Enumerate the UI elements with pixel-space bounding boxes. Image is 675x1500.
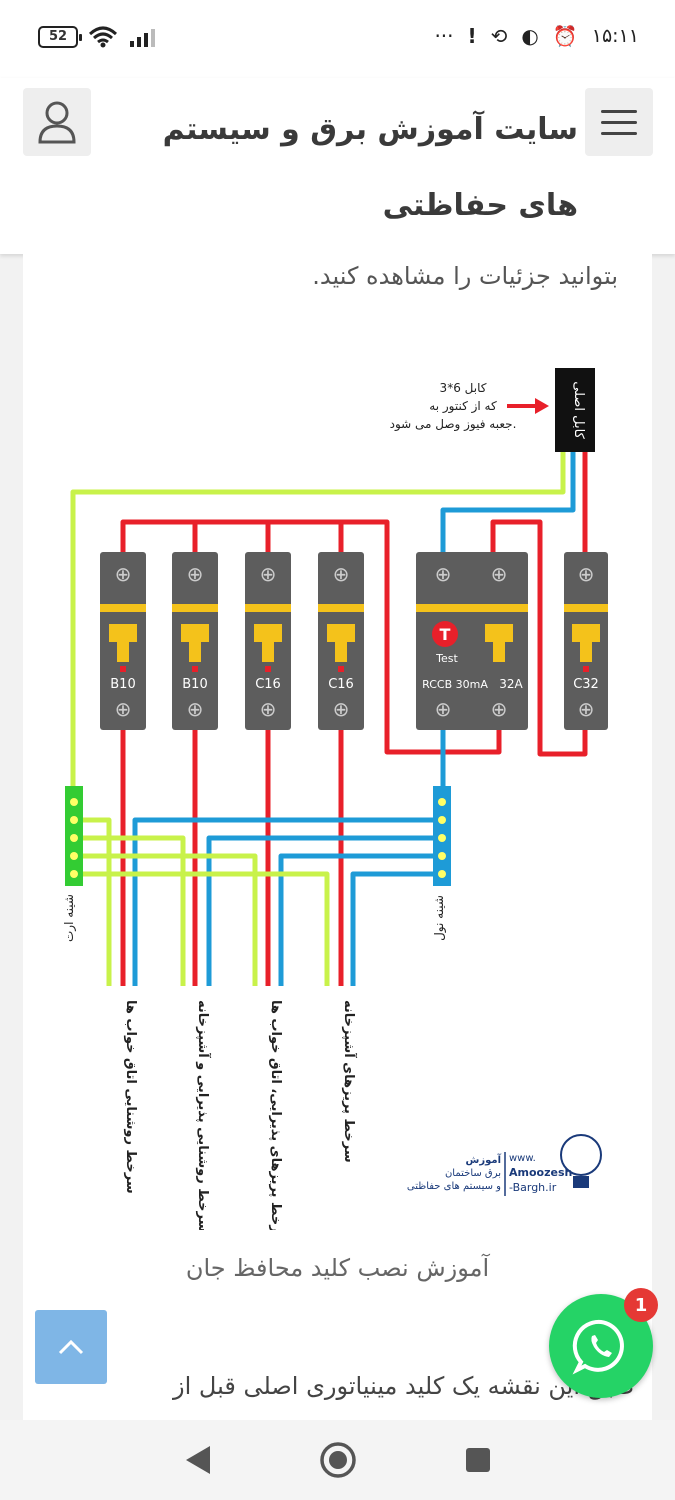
svg-text:⊕: ⊕ (115, 697, 132, 721)
svg-text:که از کنتور به: که از کنتور به (429, 399, 497, 414)
svg-text:Amoozesh: Amoozesh (509, 1166, 572, 1179)
svg-text:⊕: ⊕ (187, 562, 204, 586)
breaker-2: ⊕ B10 ⊕ (172, 552, 218, 730)
red-bus-top (120, 519, 502, 755)
svg-text:B10: B10 (110, 677, 135, 692)
system-nav-bar (0, 1420, 675, 1500)
alert-icon: ! (467, 24, 477, 48)
status-time: ۱۵:۱۱ (591, 25, 639, 47)
circuit-label-3: سرخط پریزهای پذیرایی، اتاق خواب ها (268, 1000, 283, 1230)
rccb: ⊕ ⊕ T Test RCCB 30mA 32A ⊕ ⊕ (416, 552, 528, 730)
chevron-up-icon (58, 1339, 84, 1355)
status-bar: 52 ··· ! ⟲ ◐ ⏰ ۱۵:۱۱ (0, 0, 675, 78)
svg-text:⊕: ⊕ (578, 562, 595, 586)
breaker-4: ⊕ C16 ⊕ (318, 552, 364, 730)
svg-text:C16: C16 (328, 677, 354, 692)
earth-bar-label: شینه ارت (62, 894, 77, 942)
more-icon: ··· (434, 24, 454, 48)
svg-text:برق ساختمان: برق ساختمان (445, 1168, 501, 1179)
svg-text:و سیستم های حفاظتی: و سیستم های حفاظتی (407, 1181, 501, 1192)
svg-text:⊕: ⊕ (491, 697, 508, 721)
site-title[interactable]: سایت آموزش برق و سیستم های حفاظتی (162, 112, 578, 223)
svg-text:کابل 6*3: کابل 6*3 (440, 381, 487, 395)
svg-text:آموزش: آموزش (466, 1153, 502, 1166)
neutral-bar-label: شینه نول (432, 895, 447, 941)
circuit-label-4: سرخط پریزهای آشپزخانه (341, 1000, 358, 1163)
red-link-wire (490, 519, 588, 757)
svg-text:C16: C16 (255, 677, 281, 692)
svg-text:www.: www. (509, 1153, 536, 1164)
test-button-icon (432, 621, 458, 647)
svg-text:RCCB 30mA: RCCB 30mA (422, 678, 488, 691)
sync-icon: ⟲ (490, 24, 508, 48)
main-cable-box (555, 368, 595, 452)
svg-text:⊕: ⊕ (578, 697, 595, 721)
body-text: طبق این نقشه یک کلید مینیاتوری اصلی قبل … (173, 1372, 634, 1400)
svg-text:Test: Test (435, 652, 458, 665)
moon-icon: ◐ (521, 24, 539, 48)
hamburger-menu-icon[interactable] (585, 88, 653, 156)
recents-icon[interactable] (464, 1446, 492, 1474)
svg-text:-Bargh.ir: -Bargh.ir (509, 1181, 557, 1194)
bulb-icon (560, 1134, 602, 1176)
main-breaker: ⊕ C32 ⊕ (564, 552, 608, 730)
battery-icon: 52 (38, 26, 82, 48)
site-header: سایت آموزش برق و سیستم های حفاظتی (0, 78, 675, 254)
svg-text:⊕: ⊕ (435, 697, 452, 721)
svg-text:⊕: ⊕ (115, 562, 132, 586)
user-account-icon[interactable] (23, 88, 91, 156)
earth-feed-wire (70, 450, 566, 790)
amoozesh-logo: آموزش برق ساختمان و سیستم های حفاظتی www… (407, 1134, 602, 1196)
signal-icon (130, 29, 155, 47)
alarm-icon: ⏰ (552, 24, 578, 48)
svg-text:32A: 32A (499, 677, 523, 691)
svg-text:C32: C32 (573, 677, 599, 692)
intro-text: بتوانید جزئیات را مشاهده کنید. (312, 262, 618, 290)
svg-text:⊕: ⊕ (333, 562, 350, 586)
home-icon[interactable] (319, 1441, 357, 1479)
svg-text:T: T (440, 625, 451, 644)
wifi-icon (88, 26, 118, 48)
neutral-feed-wire (440, 450, 576, 556)
svg-text:⊕: ⊕ (260, 697, 277, 721)
circuit-label-2: سرخط روشنایی پذیرایی و آشپزخانه (195, 1000, 212, 1230)
svg-text:⊕: ⊕ (333, 697, 350, 721)
whatsapp-icon (572, 1319, 624, 1375)
svg-text:⊕: ⊕ (260, 562, 277, 586)
svg-text:B10: B10 (182, 677, 207, 692)
wiring-diagram: کابل اصلی کابل 6*3 که از کنتور به جعبه ف… (62, 368, 608, 1230)
svg-text:⊕: ⊕ (435, 562, 452, 586)
scroll-to-top-button[interactable] (35, 1310, 107, 1384)
circuit-label-1: سرخط روشنایی اتاق خواب ها (123, 1000, 138, 1194)
breaker-1: ⊕ B10 ⊕ (100, 552, 146, 730)
notification-badge: 1 (624, 1288, 658, 1322)
svg-text:⊕: ⊕ (187, 697, 204, 721)
back-icon[interactable] (184, 1444, 212, 1476)
figure-caption: آموزش نصب کلید محافظ جان (185, 1254, 490, 1282)
breaker-3: ⊕ C16 ⊕ (245, 552, 291, 730)
svg-text:⊕: ⊕ (491, 562, 508, 586)
svg-text:جعبه فیوز وصل می شود.: جعبه فیوز وصل می شود. (390, 417, 517, 432)
main-cable-label: کابل اصلی (571, 381, 586, 439)
article-content: بتوانید جزئیات را مشاهده کنید. (23, 254, 652, 1420)
